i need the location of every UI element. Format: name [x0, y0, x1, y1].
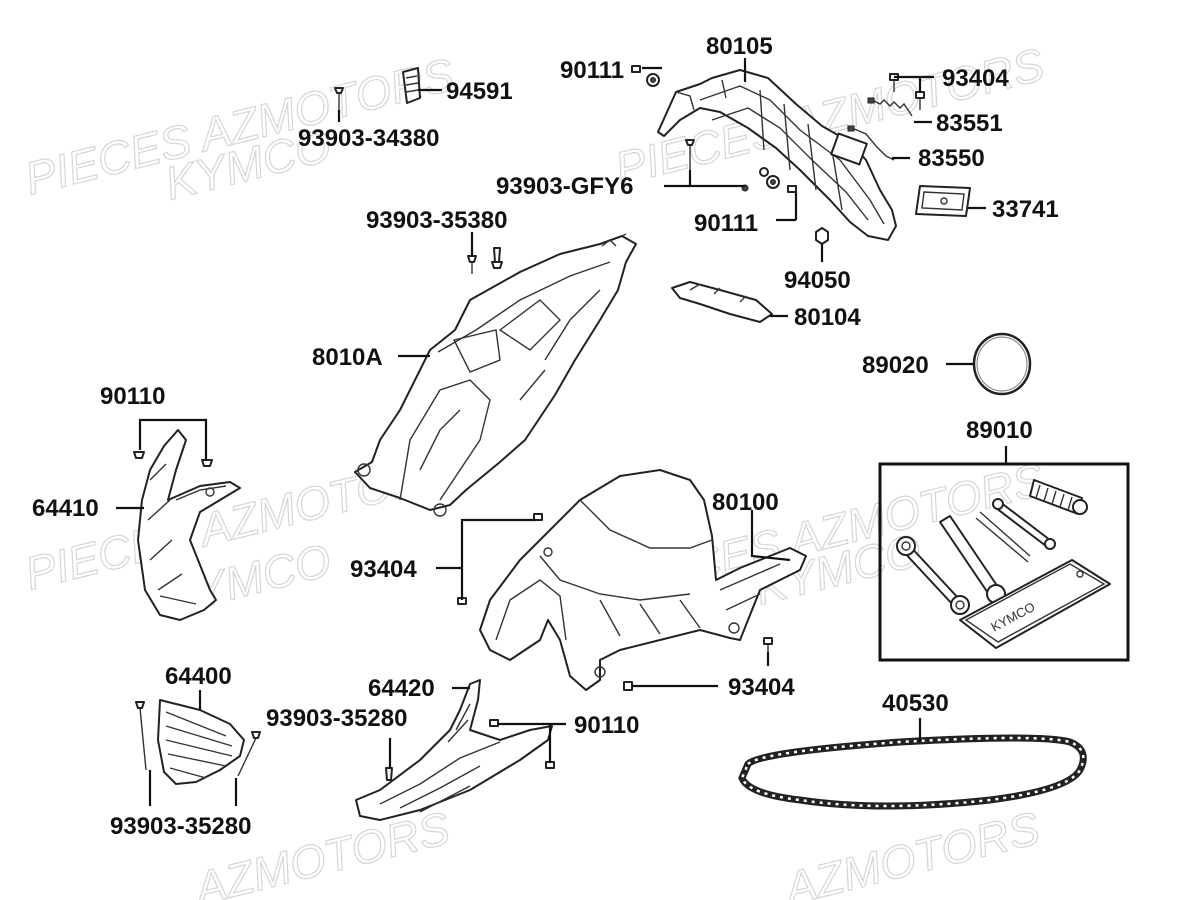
- part-80100-rear-fender: [479, 469, 807, 691]
- part-89010-toolkit: KYMCO: [878, 462, 1130, 662]
- part-90111-nuts-mid: [759, 167, 797, 193]
- label-90111-mid: 90111: [694, 210, 758, 237]
- part-93903-35280-screw: [385, 767, 393, 781]
- part-93903-35380-screws: [467, 247, 503, 274]
- label-33741: 33741: [992, 196, 1059, 223]
- label-8010a: 8010A: [312, 344, 383, 371]
- label-83551: 83551: [936, 110, 1003, 137]
- part-93404-screws-mid: [457, 513, 773, 691]
- label-64420: 64420: [368, 675, 435, 702]
- label-64400: 64400: [165, 663, 232, 690]
- label-93903-gfy6: 93903-GFY6: [496, 173, 633, 200]
- part-40530-belt: [738, 734, 1087, 810]
- toolkit-box: [878, 462, 1130, 662]
- part-90110-screws-left: [133, 451, 213, 467]
- part-33741-plate: [915, 185, 971, 217]
- part-labels: 80105 90111 93404 94591 93903-34380 8355…: [32, 33, 1059, 840]
- watermark-text: AZMOTORS: [777, 801, 1045, 900]
- part-94050-nut: [815, 227, 829, 245]
- part-93903-gfy6-screws: [685, 139, 749, 192]
- label-40530: 40530: [882, 690, 949, 717]
- label-90110-left: 90110: [100, 383, 165, 410]
- part-64410-cover: [137, 429, 241, 621]
- label-89020: 89020: [862, 352, 929, 379]
- part-93903-34380-screw: [334, 87, 344, 110]
- label-80104: 80104: [794, 304, 861, 331]
- part-80105-bracket: [657, 69, 897, 241]
- label-90110-low: 90110: [574, 712, 639, 739]
- part-90111-nut-top: [631, 65, 660, 87]
- label-93404-mid: 93404: [350, 556, 417, 583]
- label-93404-top: 93404: [942, 65, 1009, 92]
- label-94591: 94591: [446, 78, 513, 105]
- leader-lines: [116, 58, 1008, 806]
- label-93903-34380: 93903-34380: [298, 125, 439, 152]
- label-90111-top: 90111: [560, 57, 624, 84]
- label-93404-low: 93404: [728, 674, 795, 701]
- part-64400-grill: [135, 699, 261, 785]
- label-80105: 80105: [706, 33, 773, 60]
- label-80100: 80100: [712, 489, 779, 516]
- label-64410: 64410: [32, 495, 99, 522]
- label-83550: 83550: [918, 145, 985, 172]
- part-8010a-inner-fender: [354, 233, 637, 517]
- label-93903-35380: 93903-35380: [366, 207, 507, 234]
- label-93903-35280-b: 93903-35280: [110, 813, 251, 840]
- part-94591-clip: [402, 67, 421, 104]
- part-89020-ring: [972, 332, 1032, 396]
- label-89010: 89010: [966, 417, 1033, 444]
- part-83551-spring: [867, 97, 913, 117]
- label-94050: 94050: [784, 267, 851, 294]
- part-90110-screws-low: [489, 719, 555, 769]
- part-80104-bracket: [671, 281, 773, 323]
- part-64420-side-cover: [355, 679, 553, 821]
- part-83550-cable: [847, 125, 895, 161]
- label-93903-35280-a: 93903-35280: [266, 705, 407, 732]
